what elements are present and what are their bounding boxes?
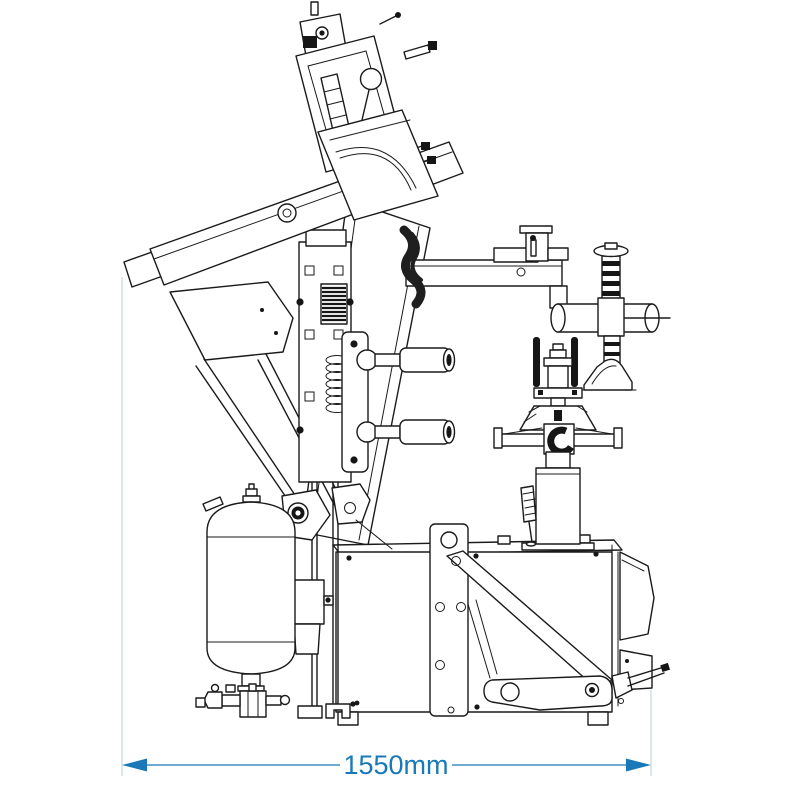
roller-arm: [550, 297, 671, 337]
lower-handle: [356, 419, 456, 445]
pedestal-column: [535, 451, 581, 545]
clamp-pins: [533, 337, 583, 407]
swing-arm: [405, 225, 569, 309]
mount-demount-head: [579, 335, 637, 391]
hose-chain: [399, 225, 426, 309]
dimension-arrow-left: [122, 758, 147, 772]
adjust-screw: [593, 242, 629, 301]
tank-valve-cluster: [195, 683, 291, 718]
wheel-support-cross: [493, 423, 623, 456]
hand-lever: [520, 485, 537, 547]
side-panel: [619, 551, 655, 691]
air-tank: [202, 483, 296, 692]
upper-handle: [356, 347, 456, 373]
pivot-bracket: [281, 483, 393, 550]
pedal-linkage: [483, 662, 671, 711]
dimension-arrow-right: [626, 758, 651, 772]
dimension-annotation: 1550mm: [121, 277, 652, 780]
mount-plate-strip: [429, 523, 469, 717]
dimension-label: 1550mm: [343, 750, 448, 780]
tilt-head: [317, 109, 439, 221]
grip-handles: [341, 331, 456, 473]
slide-block: [291, 579, 334, 655]
centering-cone: [519, 405, 597, 431]
